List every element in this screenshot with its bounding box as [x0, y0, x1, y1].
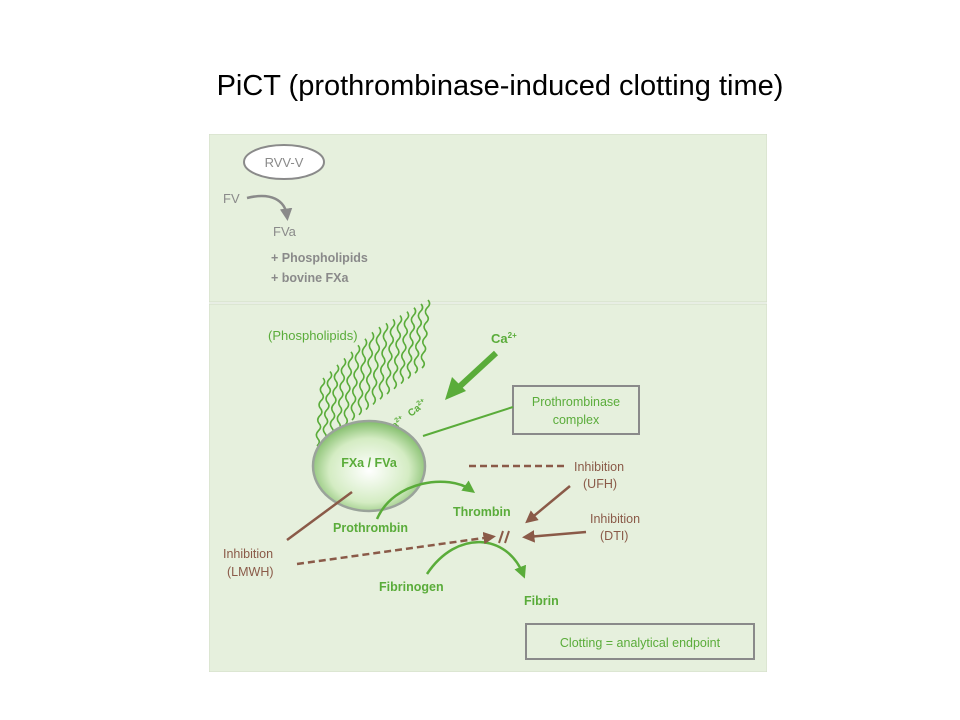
phospholipid-chain [371, 326, 382, 405]
pict-diagram: RVV-V FV FVa + Phospholipids + bovine FX… [208, 133, 768, 673]
phospholipid-chain [392, 314, 403, 390]
dti-arrow [522, 530, 587, 543]
inhibition-tick [504, 530, 510, 544]
prothrombin-label: Prothrombin [333, 521, 408, 535]
fibrinogen-label: Fibrinogen [379, 580, 444, 594]
rvv-v-oval [243, 144, 325, 180]
phospholipid-chain [378, 322, 389, 400]
phospholipid-chain [343, 351, 354, 426]
prothrombinase-pointer [422, 406, 514, 437]
phospholipid-chain [315, 377, 326, 447]
phospholipid-chain [420, 299, 431, 369]
fxa-fva-complex [311, 419, 427, 513]
phospholipid-chain [336, 357, 347, 431]
dti-label: (DTI) [600, 529, 628, 543]
fibrinogen-to-fibrin-arrow [425, 540, 527, 579]
rvv-v-label: RVV-V [265, 155, 304, 170]
fv-label: FV [223, 191, 240, 206]
phospholipid-chain [350, 344, 361, 421]
dti-inhibition-label: Inhibition [590, 512, 640, 526]
phospholipids-label: (Phospholipids) [268, 328, 358, 343]
calcium-label: Ca2+ [491, 331, 517, 346]
fibrin-label: Fibrin [524, 594, 559, 608]
prothrombinase-box-line1: Prothrombinase [532, 395, 620, 409]
bovine-fxa-reagent: + bovine FXa [271, 271, 350, 285]
phospholipid-chain [357, 338, 368, 416]
fva-label: FVa [273, 224, 297, 239]
lmwh-line [286, 490, 353, 542]
ufh-inhibition-label: Inhibition [574, 460, 624, 474]
phospholipid-chain [406, 307, 417, 379]
fv-to-fva-arrow [246, 194, 293, 221]
phospholipid-chain [322, 370, 333, 442]
prothrombinase-box-line2: complex [553, 413, 600, 427]
lmwh-inhibition-label: Inhibition [223, 547, 273, 561]
phospholipid-chain [399, 311, 410, 385]
prothrombinase-box [512, 385, 640, 435]
calcium-arrow-head [445, 377, 466, 400]
phospholipid-chain [385, 318, 396, 395]
lmwh-label: (LMWH) [227, 565, 274, 579]
phospholipids-reagent: + Phospholipids [271, 251, 368, 265]
calcium-arrow-shaft [455, 350, 499, 391]
slide-title: PiCT (prothrombinase-induced clotting ti… [216, 70, 784, 102]
inhibition-tick [498, 530, 504, 544]
phospholipid-chain [413, 303, 424, 374]
thrombin-label: Thrombin [453, 505, 511, 519]
phospholipid-chains [315, 299, 431, 447]
phospholipid-chain [364, 331, 375, 411]
endpoint-label: Clotting = analytical endpoint [560, 636, 721, 650]
phospholipid-chain [329, 364, 340, 437]
ufh-arrow [525, 485, 571, 524]
prothrombin-to-thrombin-arrow [375, 480, 476, 520]
ufh-label: (UFH) [583, 477, 617, 491]
panel-bottom [208, 303, 768, 673]
endpoint-box [525, 623, 755, 660]
complex-label: FXa / FVa [341, 456, 398, 470]
